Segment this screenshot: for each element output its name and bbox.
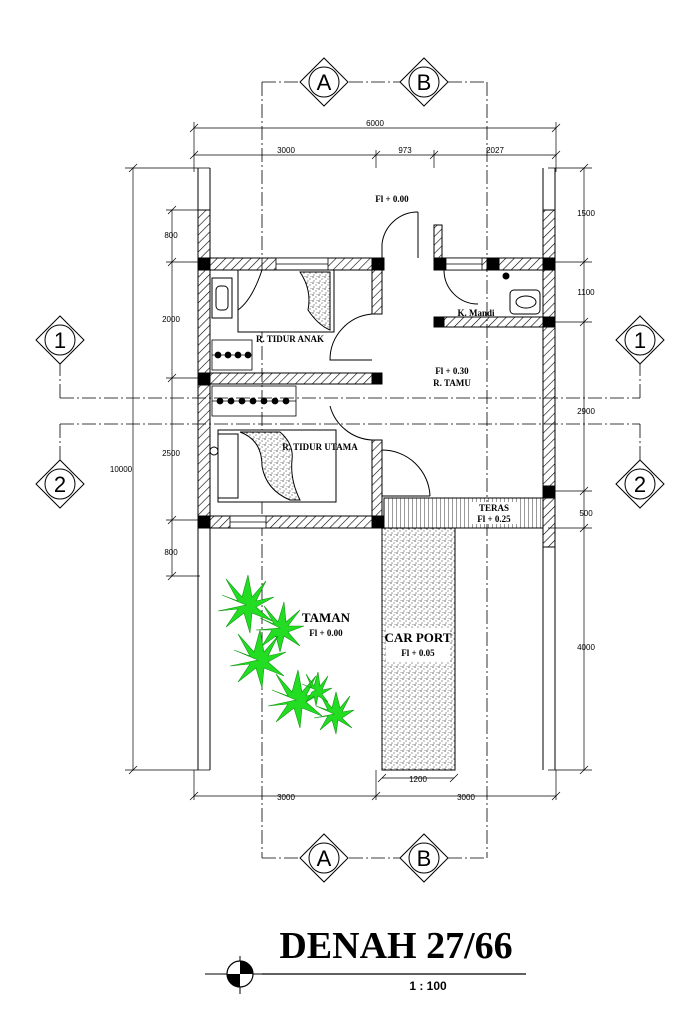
dim-bottom-part: 3000	[277, 793, 295, 802]
dim-top-part: 2027	[486, 146, 504, 155]
dim-left-part: 800	[164, 231, 178, 240]
scale-label: 1 : 100	[409, 979, 447, 993]
terrace-label-box	[472, 502, 518, 524]
label-teras-level: Fl + 0.25	[477, 514, 511, 524]
axis-label-A: A	[317, 846, 332, 871]
carport-label-box	[386, 628, 450, 662]
label-tidur-anak: R. TIDUR ANAK	[256, 334, 324, 344]
dim-right-part: 500	[579, 509, 593, 518]
toilet	[502, 272, 541, 315]
dim-bottom-part: 3000	[457, 793, 475, 802]
dim-right-part: 1500	[577, 209, 595, 218]
label-taman-level: Fl + 0.00	[309, 628, 343, 638]
axis-label-2: 2	[54, 472, 66, 497]
dim-right-part: 2900	[577, 407, 595, 416]
label-taman: TAMAN	[302, 610, 351, 625]
dim-left-total: 10000	[110, 465, 133, 474]
axis-marker-2-left: 2	[35, 459, 85, 509]
dim-right-part: 1100	[577, 288, 595, 297]
axis-label-B: B	[417, 846, 432, 871]
axis-label-1: 1	[54, 328, 66, 353]
north-arrow-icon	[205, 956, 262, 994]
dim-top-part: 3000	[277, 146, 295, 155]
garden-plants	[217, 574, 355, 735]
axis-marker-2-right: 2	[615, 459, 665, 509]
label-teras: TERAS	[479, 503, 509, 513]
axis-marker-B-bottom: B	[399, 833, 449, 883]
axis-label-2: 2	[634, 472, 646, 497]
label-tidur-utama: R. TIDUR UTAMA	[282, 442, 358, 452]
wardrobe-child	[211, 339, 253, 371]
label-carport: CAR PORT	[384, 630, 451, 645]
axis-marker-1-right: 1	[615, 315, 665, 365]
axis-marker-1-left: 1	[35, 315, 85, 365]
dim-top-part: 973	[398, 146, 412, 155]
label-front-level: Fl + 0.00	[375, 194, 409, 204]
windows	[229, 257, 483, 529]
bed-master	[209, 429, 337, 503]
grid-lines	[59, 81, 641, 859]
terrace-floor	[383, 497, 544, 529]
dim-right-part: 4000	[577, 643, 595, 652]
axis-label-B: B	[417, 70, 432, 95]
axis-label-A: A	[317, 70, 332, 95]
dim-left-part: 2000	[162, 315, 180, 324]
bed-child	[211, 269, 335, 333]
dim-left-part: 2500	[162, 449, 180, 458]
drawing-title: DENAH 27/66	[279, 925, 512, 967]
doors	[329, 211, 479, 497]
label-kamar-mandi: K. Mandi	[457, 308, 495, 318]
axis-label-1: 1	[634, 328, 646, 353]
dim-left-part: 800	[164, 548, 178, 557]
dim-carport-width: 1200	[409, 775, 427, 784]
axis-marker-B-top: B	[399, 57, 449, 107]
dimension-lines	[125, 122, 592, 801]
axis-marker-A-bottom: A	[299, 833, 349, 883]
wardrobe-master	[211, 385, 297, 417]
dim-top-total: 6000	[366, 119, 384, 128]
label-tamu: R. TAMU	[433, 378, 471, 388]
axis-marker-A-top: A	[299, 57, 349, 107]
label-tamu-level: Fl + 0.30	[435, 366, 469, 376]
label-carport-level: Fl + 0.05	[401, 648, 435, 658]
